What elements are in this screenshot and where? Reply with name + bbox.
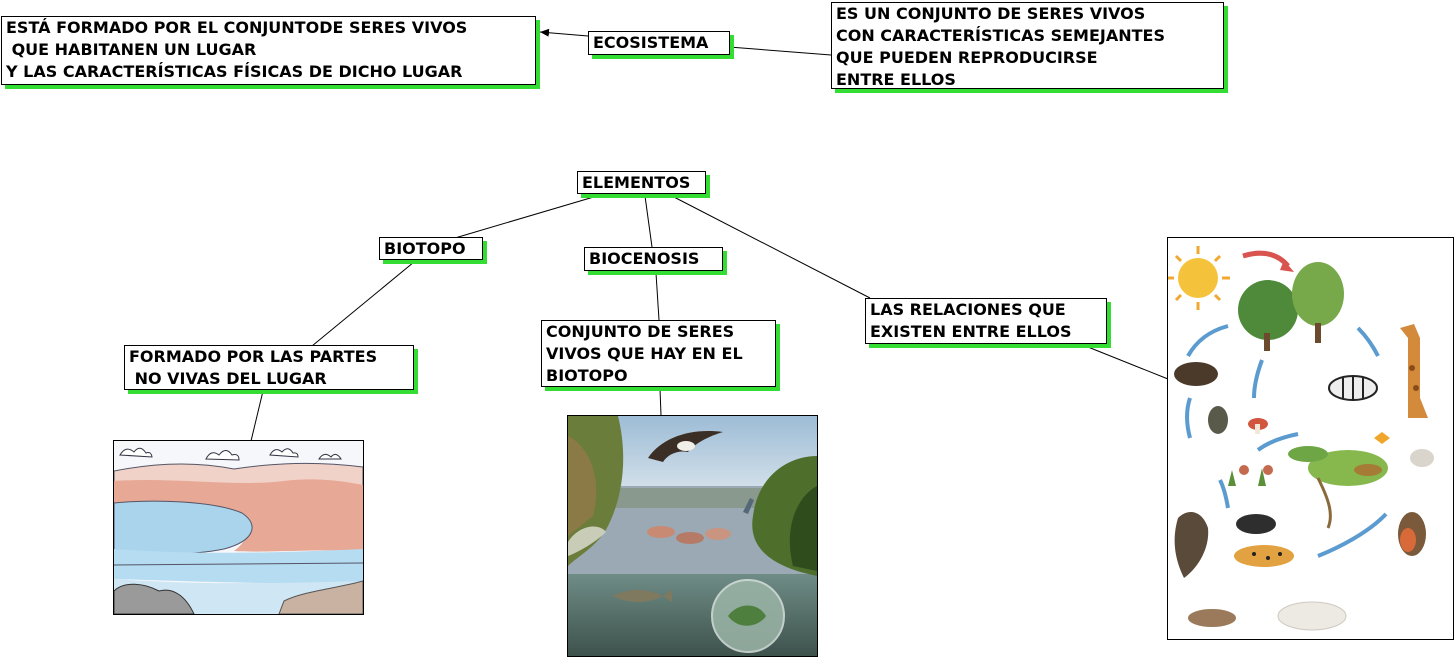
ecosistema-node: ECOSISTEMA: [588, 31, 730, 55]
connector-relaciones-foodweb: [1082, 344, 1169, 380]
connector-ecosistema-def: [539, 28, 589, 37]
biocenosis-definition-node: CONJUNTO DE SERES VIVOS QUE HAY EN EL BI…: [541, 320, 776, 387]
ecosistema-definition-node: ESTÁ FORMADO POR EL CONJUNTODE SERES VIV…: [1, 16, 536, 85]
wetland-photo: [567, 415, 818, 657]
connector-ecosistema-especie: [728, 46, 832, 56]
landscape-drawing: [113, 440, 364, 615]
connector-def-wetland: [659, 388, 662, 416]
connector-elementos-relaciones: [671, 195, 871, 299]
biotopo-definition-node: FORMADO POR LAS PARTES NO VIVAS DEL LUGA…: [124, 345, 414, 390]
elementos-node: ELEMENTOS: [577, 171, 706, 194]
connector-biotopo-def: [311, 261, 415, 347]
food-web-illustration: [1167, 237, 1454, 640]
connector-elementos-biotopo: [454, 195, 598, 239]
biotopo-node: BIOTOPO: [379, 237, 483, 260]
connector-def-landscape: [250, 390, 264, 442]
connector-biocenosis-def: [655, 272, 660, 321]
especie-definition-node: ES UN CONJUNTO DE SERES VIVOS CON CARACT…: [831, 2, 1224, 89]
biocenosis-node: BIOCENOSIS: [584, 247, 723, 271]
connector-elementos-biocenosis: [644, 195, 653, 248]
relaciones-node: LAS RELACIONES QUE EXISTEN ENTRE ELLOS: [865, 298, 1107, 344]
